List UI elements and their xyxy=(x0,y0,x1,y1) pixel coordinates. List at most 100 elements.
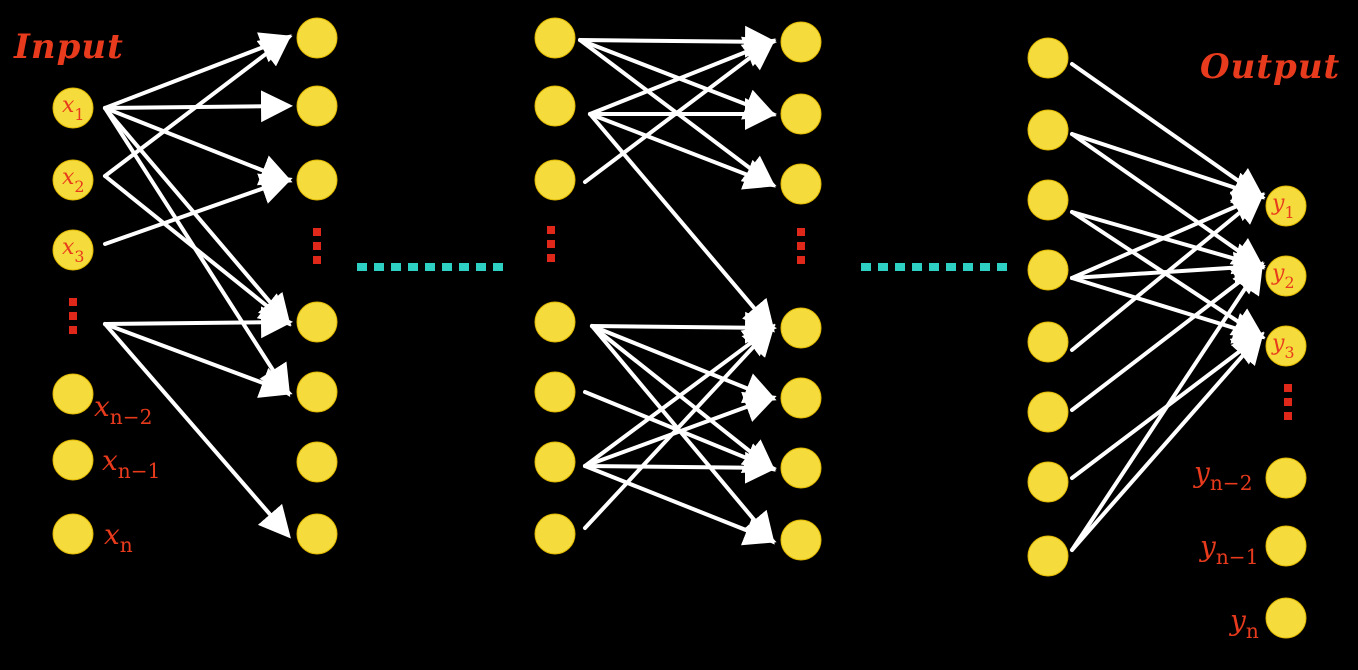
vertical-ellipsis-dot xyxy=(69,312,77,320)
horizontal-ellipsis-dot xyxy=(946,263,956,271)
neuron-node xyxy=(296,513,338,555)
horizontal-ellipsis-dot xyxy=(408,263,418,271)
neuron-node xyxy=(534,301,576,343)
neuron-node xyxy=(1265,325,1307,367)
node-label: yn−2 xyxy=(1192,456,1253,495)
connection-arrow xyxy=(578,38,777,120)
connection-arrows xyxy=(103,25,1266,552)
connection-arrow xyxy=(103,173,293,246)
neuron-node xyxy=(780,93,822,135)
vertical-ellipsis-dot xyxy=(1284,384,1292,392)
vertical-ellipsis-dot xyxy=(547,240,555,248)
vertical-ellipsis-dot xyxy=(797,228,805,236)
neuron-node xyxy=(296,159,338,201)
neuron-node xyxy=(780,377,822,419)
connection-arrow xyxy=(1070,62,1265,200)
neuron-node xyxy=(296,17,338,59)
neuron-node xyxy=(1027,109,1069,151)
neuron-node xyxy=(534,17,576,59)
neuron-node xyxy=(52,373,94,415)
neuron-node xyxy=(780,163,822,205)
connection-arrow xyxy=(590,324,777,404)
neuron-node xyxy=(1027,535,1069,577)
neuron-node xyxy=(52,159,94,201)
neuron-node xyxy=(52,229,94,271)
neuron-node xyxy=(296,301,338,343)
node-label: yn−1 xyxy=(1198,530,1259,569)
connection-arrow xyxy=(1070,191,1266,280)
connection-arrow xyxy=(588,112,777,190)
neuron-node xyxy=(296,371,338,413)
neuron-node xyxy=(1027,321,1069,363)
node-label: x1 xyxy=(62,93,85,124)
neuron-node xyxy=(1027,391,1069,433)
connection-arrow xyxy=(578,25,777,58)
ellipsis-dots xyxy=(69,226,1292,420)
node-label: y3 xyxy=(1271,331,1295,362)
connection-arrow xyxy=(583,451,777,484)
vertical-ellipsis-dot xyxy=(69,326,77,334)
neuron-node xyxy=(534,85,576,127)
horizontal-ellipsis-dot xyxy=(878,263,888,271)
connection-arrow xyxy=(583,323,776,530)
neuron-node xyxy=(1265,255,1307,297)
connection-arrow xyxy=(583,391,777,468)
vertical-ellipsis-dot xyxy=(69,298,77,306)
horizontal-ellipsis-dot xyxy=(442,263,452,271)
horizontal-ellipsis-dot xyxy=(391,263,401,271)
node-label: xn−1 xyxy=(102,444,161,483)
neuron-node xyxy=(1027,249,1069,291)
horizontal-ellipsis-dot xyxy=(357,263,367,271)
neuron-node xyxy=(1265,597,1307,639)
input-title: Input xyxy=(13,27,124,67)
vertical-ellipsis-dot xyxy=(797,242,805,250)
horizontal-ellipsis-dot xyxy=(861,263,871,271)
neuron-node xyxy=(296,85,338,127)
neuron-node xyxy=(52,87,94,129)
connection-arrow xyxy=(583,464,777,546)
horizontal-ellipsis-dot xyxy=(929,263,939,271)
connection-arrow xyxy=(1070,192,1265,352)
horizontal-ellipsis-dot xyxy=(895,263,905,271)
node-label: y1 xyxy=(1271,191,1295,222)
vertical-ellipsis-dot xyxy=(797,256,805,264)
horizontal-ellipsis-dot xyxy=(425,263,435,271)
connection-arrow xyxy=(103,106,293,186)
vertical-ellipsis-dot xyxy=(547,254,555,262)
node-label: yn xyxy=(1228,604,1259,643)
connection-arrow xyxy=(103,34,292,178)
connection-arrow xyxy=(1070,276,1266,344)
neuron-node xyxy=(296,441,338,483)
connection-arrow xyxy=(103,306,293,339)
neuron-node xyxy=(52,513,94,555)
neuron-node xyxy=(534,441,576,483)
connection-arrow xyxy=(103,106,291,327)
connection-arrow xyxy=(1070,262,1265,412)
horizontal-ellipsis-dot xyxy=(459,263,469,271)
connection-arrow xyxy=(590,311,777,344)
node-label: x2 xyxy=(62,165,85,196)
neuron-node xyxy=(1027,37,1069,79)
node-label: y2 xyxy=(1271,261,1295,292)
neuron-node xyxy=(534,159,576,201)
vertical-ellipsis-dot xyxy=(313,256,321,264)
neuron-node xyxy=(1265,525,1307,567)
vertical-ellipsis-dot xyxy=(547,226,555,234)
neuron-nodes xyxy=(52,17,1307,639)
horizontal-ellipsis-dot xyxy=(997,263,1007,271)
neuron-node xyxy=(1027,179,1069,221)
neuron-node xyxy=(780,307,822,349)
horizontal-ellipsis-dot xyxy=(476,263,486,271)
node-label: xn−2 xyxy=(94,390,153,429)
vertical-ellipsis-dot xyxy=(313,228,321,236)
connection-arrow xyxy=(1070,260,1264,552)
connection-arrow xyxy=(1070,132,1266,204)
neuron-node xyxy=(534,513,576,555)
connection-arrow xyxy=(103,322,291,539)
connection-arrow xyxy=(1070,132,1265,270)
neuron-node xyxy=(1027,461,1069,503)
connection-arrow xyxy=(103,322,293,398)
vertical-ellipsis-dot xyxy=(1284,398,1292,406)
output-title: Output xyxy=(1200,47,1340,87)
